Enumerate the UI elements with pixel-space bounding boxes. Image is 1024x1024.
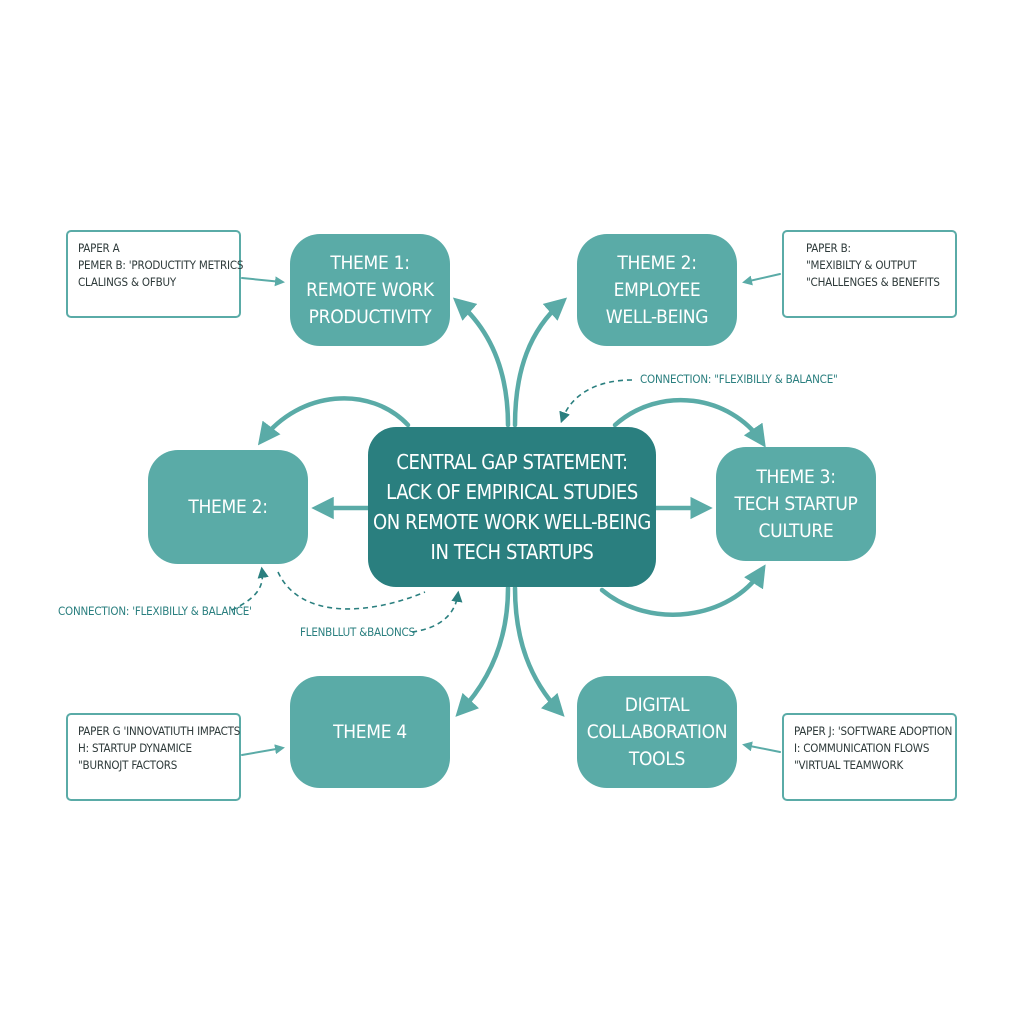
central-line: CENTRAL GAP STATEMENT: bbox=[396, 450, 628, 474]
paper-line: H: STARTUP DYNAMICE bbox=[78, 741, 192, 755]
theme-remote-work-productivity: THEME 1: REMOTE WORK PRODUCTIVITY bbox=[290, 234, 450, 346]
paper-box-bottom-left: PAPER G 'INNOVATIUTH IMPACTS H: STARTUP … bbox=[66, 713, 241, 801]
arrow-center-to-digital bbox=[512, 585, 565, 717]
theme-label-line: DIGITAL bbox=[624, 693, 690, 716]
theme-label-line: REMOTE WORK bbox=[306, 278, 434, 301]
paper-line: I: COMMUNICATION FLOWS bbox=[794, 741, 930, 755]
arc-to-theme3-top bbox=[612, 397, 766, 448]
paper-line: "CHALLENGES & BENEFITS bbox=[806, 275, 940, 289]
paper-box-top-right: PAPER B: "MEXIBILTY & OUTPUT "CHALLENGES… bbox=[782, 230, 957, 318]
connection-label-top-right: CONNECTION: "FLEXIBILLY & BALANCE" bbox=[640, 372, 838, 386]
dashed-connection-bottom-b bbox=[411, 590, 463, 633]
theme-label-line: WELL-BEING bbox=[605, 305, 709, 328]
theme-label-line: TOOLS bbox=[628, 747, 686, 770]
theme-label-line: EMPLOYEE bbox=[613, 278, 701, 301]
arc-to-theme3-bottom bbox=[599, 564, 766, 617]
arrow-paper-j-to-digital bbox=[742, 741, 781, 753]
paper-line: "MEXIBILTY & OUTPUT bbox=[806, 258, 917, 272]
arc-to-theme2-left bbox=[257, 396, 411, 446]
dashed-connection-bottom-a bbox=[277, 571, 426, 610]
theme-digital-collaboration-tools: DIGITAL COLLABORATION TOOLS bbox=[577, 676, 737, 788]
arrow-paper-a-to-theme1 bbox=[241, 276, 285, 287]
theme-label-line: THEME 2: bbox=[188, 495, 268, 518]
theme-label-line: THEME 4 bbox=[333, 720, 407, 743]
arrow-center-to-theme2-top bbox=[512, 297, 568, 428]
paper-line: PAPER J: 'SOFTWARE ADOPTION bbox=[794, 724, 953, 738]
paper-line: CLALINGS & OFBUY bbox=[78, 275, 176, 289]
theme-employee-well-being: THEME 2: EMPLOYEE WELL-BEING bbox=[577, 234, 737, 346]
paper-line: PAPER A bbox=[78, 241, 120, 255]
theme-tech-startup-culture: THEME 3: TECH STARTUP CULTURE bbox=[716, 447, 876, 561]
paper-box-bottom-right: PAPER J: 'SOFTWARE ADOPTION I: COMMUNICA… bbox=[782, 713, 957, 801]
theme-label-line: THEME 2: bbox=[617, 251, 697, 274]
connection-label-left: CONNECTION: 'FLEXIBILLY & BALANCE' bbox=[58, 604, 252, 618]
paper-line: PAPER G 'INNOVATIUTH IMPACTS bbox=[78, 724, 241, 738]
theme-2-left: THEME 2: bbox=[148, 450, 308, 564]
central-line: ON REMOTE WORK WELL-BEING bbox=[373, 510, 651, 534]
theme-label-line: CULTURE bbox=[758, 519, 834, 542]
arrow-center-to-theme4 bbox=[455, 585, 511, 717]
theme-label-line: PRODUCTIVITY bbox=[308, 305, 432, 328]
arrow-paper-b-to-theme2 bbox=[742, 273, 781, 286]
theme-label-line: THEME 1: bbox=[330, 251, 410, 274]
arrow-paper-g-to-theme4 bbox=[241, 744, 285, 756]
theme-label-line: THEME 3: bbox=[756, 465, 836, 488]
theme-label-line: COLLABORATION bbox=[586, 720, 728, 743]
dashed-connection-left bbox=[231, 566, 269, 611]
paper-line: PEMER B: 'PRODUCTITY METRICS bbox=[78, 258, 244, 272]
theme-label-line: TECH STARTUP bbox=[734, 492, 858, 515]
central-line: IN TECH STARTUPS bbox=[430, 540, 594, 564]
connection-label-bottom: FLENBLLUT &BALONCS bbox=[300, 625, 415, 639]
central-line: LACK OF EMPIRICAL STUDIES bbox=[386, 480, 638, 504]
paper-line: "BURNOJT FACTORS bbox=[78, 758, 178, 772]
paper-box-top-left: PAPER A PEMER B: 'PRODUCTITY METRICS CLA… bbox=[66, 230, 244, 318]
arrow-center-to-theme1 bbox=[452, 297, 511, 428]
paper-line: PAPER B: bbox=[806, 241, 851, 255]
dashed-connection-top-right bbox=[559, 379, 633, 424]
paper-line: "VIRTUAL TEAMWORK bbox=[794, 758, 904, 772]
central-gap-statement: CENTRAL GAP STATEMENT: LACK OF EMPIRICAL… bbox=[368, 427, 656, 587]
theme-4: THEME 4 bbox=[290, 676, 450, 788]
